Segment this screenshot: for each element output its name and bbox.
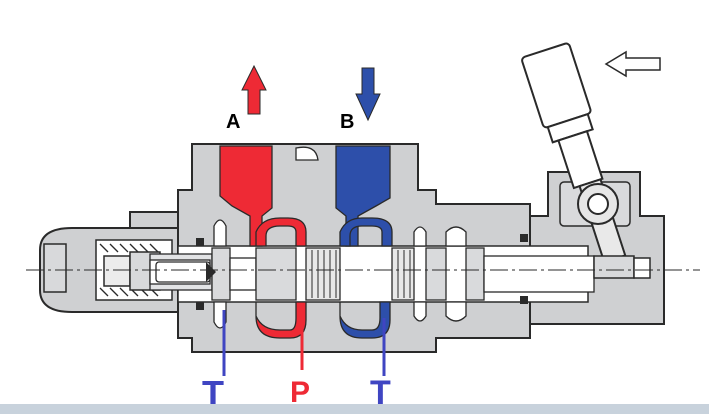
spool-nose xyxy=(155,261,211,283)
tank-left-channel xyxy=(213,219,227,247)
arrow-down-icon xyxy=(355,67,381,122)
tank-left-label: T xyxy=(202,373,224,414)
body-channel-right-4 xyxy=(445,301,467,322)
arrow-up-icon xyxy=(241,64,267,115)
spring-seat xyxy=(103,255,131,287)
left-cap-plug xyxy=(43,243,67,293)
body-channel-right-3 xyxy=(445,226,467,247)
lever-link xyxy=(593,255,635,279)
bottom-strip xyxy=(0,404,709,414)
lever-handle xyxy=(521,42,627,264)
o-ring-seals xyxy=(196,234,528,310)
port-b-label: B xyxy=(340,111,354,133)
tank-right-label: T xyxy=(370,374,391,412)
pressure-channel xyxy=(255,301,307,339)
spool-grooves xyxy=(311,250,411,298)
arrow-left-outline-icon xyxy=(604,50,661,78)
body-channel-right-2 xyxy=(413,301,427,322)
pressure-label: P xyxy=(290,376,310,409)
spool-tip xyxy=(206,262,216,282)
body-channel-right-1 xyxy=(413,226,427,247)
port-b-loop xyxy=(339,217,393,247)
lever-pivot-pin xyxy=(587,193,609,215)
lever-link-end xyxy=(633,257,651,279)
tank-right-channel xyxy=(339,301,391,339)
body-channel-mid xyxy=(295,146,319,161)
port-a-label: A xyxy=(226,111,240,133)
left-cap-flange xyxy=(129,211,179,229)
pressure-left-loop xyxy=(255,217,307,247)
